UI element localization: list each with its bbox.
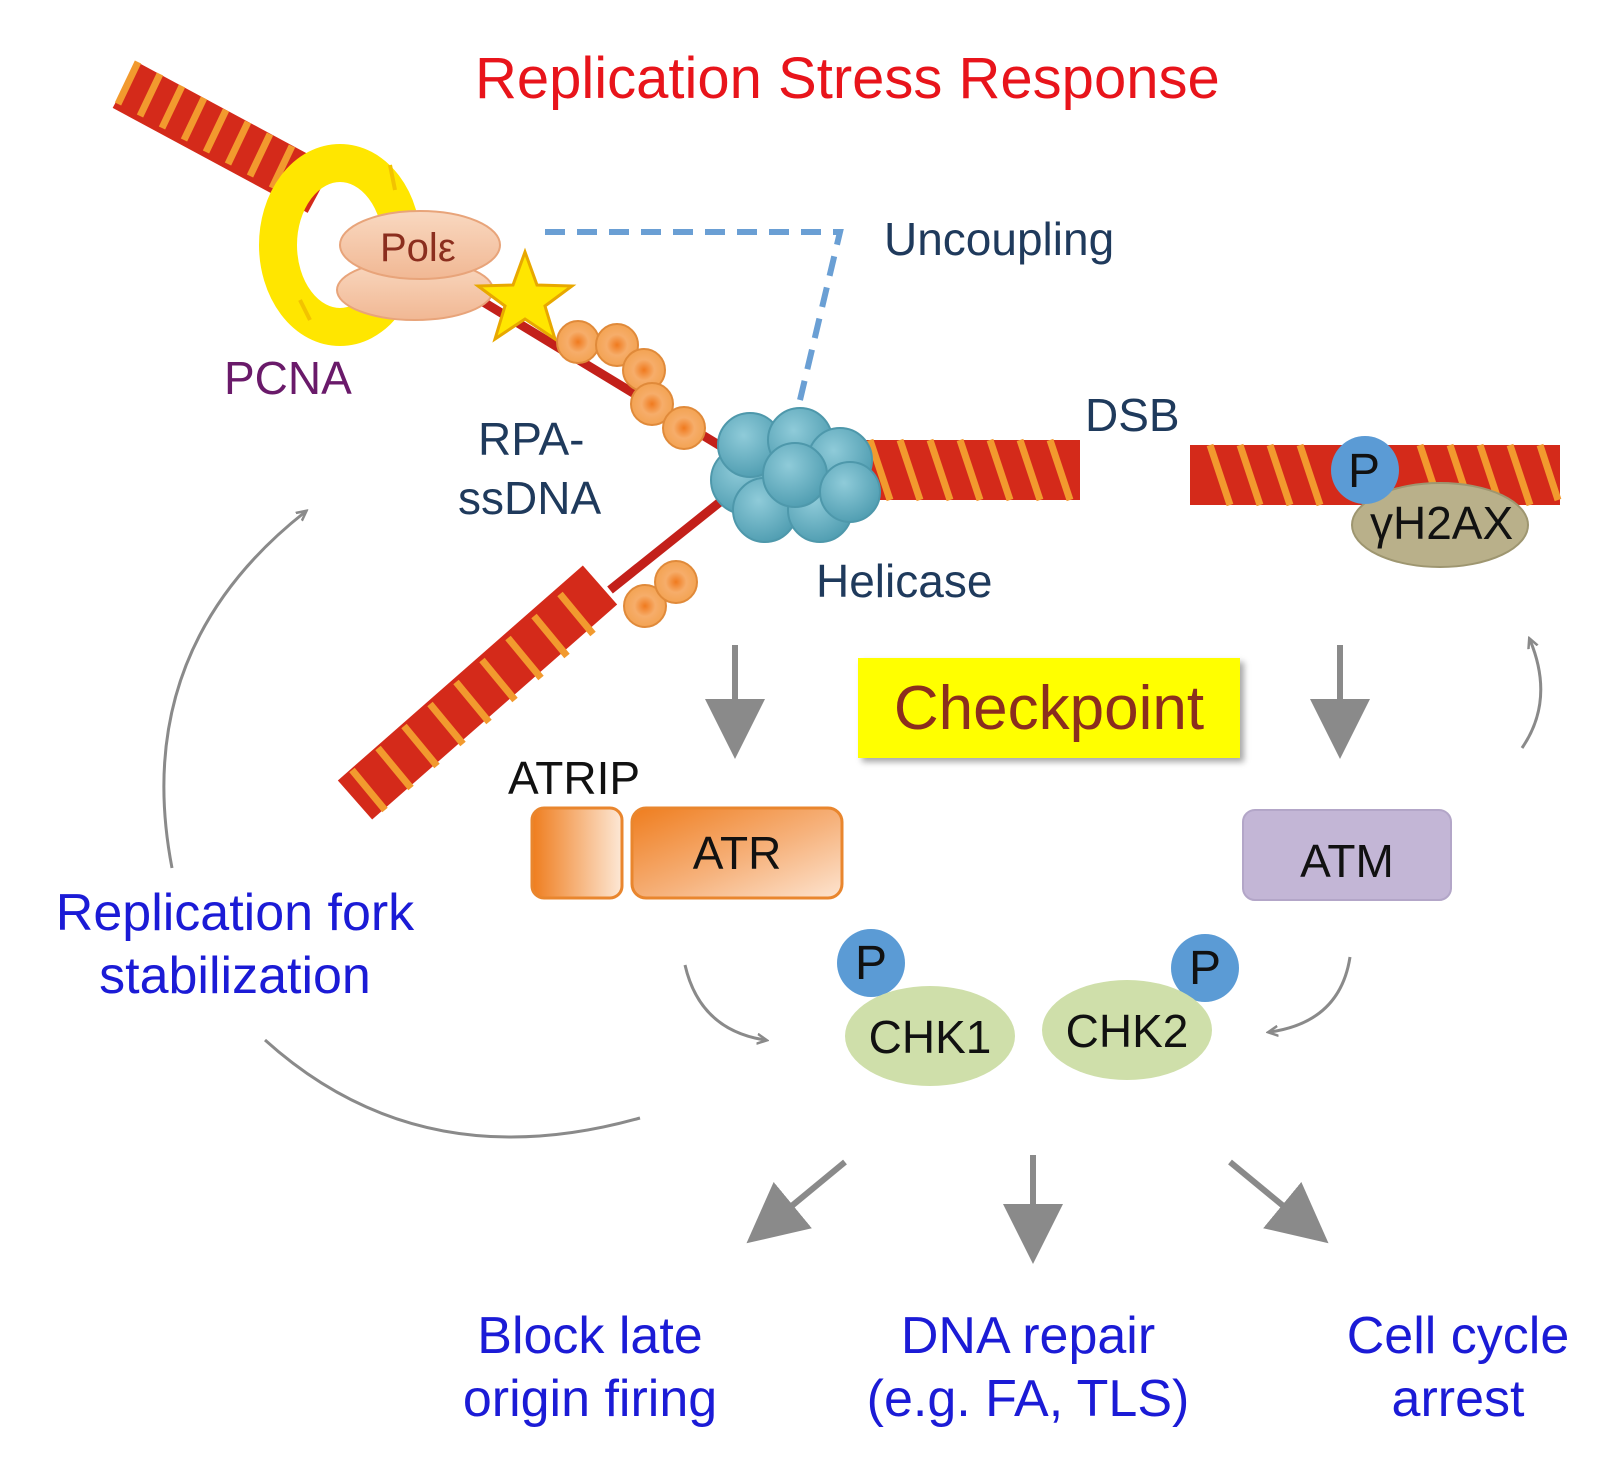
outcome-line1: DNA repair [900,1307,1156,1365]
helicase-complex [710,407,881,543]
phospho-label-gh2ax: P [1348,445,1381,498]
helicase-label: Helicase [816,555,993,607]
ssdna-leading-strand [477,296,763,474]
chk1-label: CHK1 [868,1011,992,1063]
arrow-fork-stabilization-up [162,512,305,869]
uncoupling-label: Uncoupling [884,213,1115,265]
outcome-dna-repair: DNA repair (e.g. FA, TLS) [848,1305,1208,1432]
pol-epsilon [336,210,501,321]
checkpoint-banner: Checkpoint [858,658,1240,758]
fork-stabilization-line2: stabilization [99,947,371,1006]
dna-parental-duplex [850,438,1080,502]
pcna-label: PCNA [224,352,352,404]
fork-stabilization-line1: Replication fork [55,884,415,942]
outcome-line2: (e.g. FA, TLS) [866,1370,1190,1429]
phospho-circle-gh2ax [1331,436,1399,504]
arrow-to-cell-cycle-arrest [1228,1159,1329,1244]
arrow-to-block-late-origin [746,1159,847,1244]
phospho-circle-chk2 [1171,934,1239,1002]
arrow-atm-to-gh2ax [1520,640,1543,749]
pol-epsilon-label: Polε [380,226,456,270]
outcome-line1: Block late [477,1307,703,1365]
outcome-block-late-origin: Block late origin firing [430,1305,750,1432]
phospho-label-chk2: P [1189,942,1222,995]
checkpoint-label: Checkpoint [893,673,1205,743]
lesion-star-icon [473,247,577,343]
diagram-title: Replication Stress Response [475,46,1220,111]
arrow-atm-to-chk2 [1270,956,1352,1032]
arrow-atr-to-chk1 [683,964,765,1040]
uncoupling-dashed-line [545,229,844,401]
arrow-fork-stabilization-loop [263,1038,641,1139]
dsb-label: DSB [1085,389,1180,441]
atr-box [630,806,844,900]
chk2-label: CHK2 [1065,1005,1189,1057]
outcome-cell-cycle-arrest: Cell cycle arrest [1318,1305,1598,1432]
chk1-protein [845,986,1015,1086]
phospho-circle-chk1 [837,929,905,997]
fork-stabilization-label: Replication fork stabilization [30,882,440,1009]
outcome-line2: arrest [1391,1370,1525,1429]
atrip-label: ATRIP [508,752,641,804]
chk2-protein [1042,980,1212,1080]
atr-label: ATR [692,827,782,879]
gh2ax-label: γH2AX [1370,497,1514,549]
gh2ax-protein [1351,482,1529,568]
atrip-box [530,806,624,900]
rpa-beads-leading [556,320,706,450]
rpa-label-line1: RPA- [478,413,585,465]
phospho-label-chk1: P [855,937,888,990]
rpa-label-line2: ssDNA [458,472,602,524]
atm-box [1242,809,1452,901]
outcome-line2: origin firing [462,1370,718,1429]
dna-lower-strand [337,565,618,820]
outcome-line1: Cell cycle [1346,1307,1570,1365]
atm-label: ATM [1300,835,1394,887]
rpa-beads-lagging [623,560,698,628]
